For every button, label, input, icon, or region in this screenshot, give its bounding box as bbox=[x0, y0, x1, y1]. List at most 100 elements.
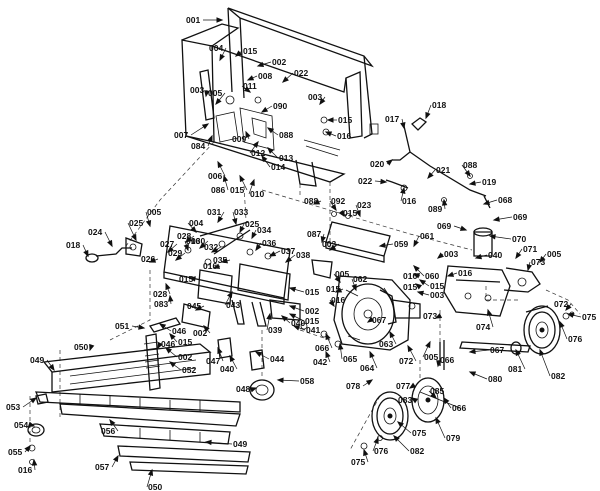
part-number-label: 018 bbox=[432, 100, 446, 110]
leader-arrowhead bbox=[468, 180, 476, 186]
part-number-label: 002 bbox=[178, 352, 192, 362]
part-number-label: 001 bbox=[186, 15, 200, 25]
part-number-label: 027 bbox=[160, 239, 174, 249]
callout-081: 081 bbox=[508, 348, 526, 374]
leader-arrowhead bbox=[400, 122, 406, 130]
leader-arrowhead bbox=[284, 256, 293, 263]
leader-arrowhead bbox=[234, 50, 242, 57]
part-number-label: 004 bbox=[209, 43, 223, 53]
part-number-label: 003 bbox=[430, 290, 444, 300]
callout-002: 002 bbox=[256, 57, 286, 67]
callout-056: 056 bbox=[101, 418, 119, 436]
part-number-label: 026 bbox=[141, 254, 155, 264]
part-number-label: 005 bbox=[147, 207, 161, 217]
leader-arrowhead bbox=[416, 290, 425, 297]
part-number-label: 025 bbox=[129, 218, 143, 228]
leader-arrowhead bbox=[276, 377, 284, 383]
friction-disc bbox=[411, 377, 461, 423]
leader-arrowhead bbox=[396, 421, 404, 428]
leader-arrowhead bbox=[266, 312, 272, 320]
part-number-label: 058 bbox=[300, 376, 314, 386]
callout-016: 016 bbox=[183, 236, 200, 252]
callout-082: 082 bbox=[539, 348, 565, 381]
callout-034: 034 bbox=[251, 225, 271, 240]
part-number-label: 011 bbox=[243, 81, 257, 91]
leader-arrowhead bbox=[325, 332, 331, 341]
leader-arrowhead bbox=[239, 225, 245, 234]
callout-075: 075 bbox=[351, 448, 369, 467]
leader-arrowhead bbox=[410, 397, 419, 404]
leader-arrowhead bbox=[334, 287, 343, 293]
part-number-label: 070 bbox=[512, 234, 526, 244]
part-number-label: 015 bbox=[343, 208, 357, 218]
callout-075: 075 bbox=[566, 312, 596, 322]
leader-arrowhead bbox=[169, 332, 176, 340]
part-number-label: 076 bbox=[374, 446, 388, 456]
leader-arrowhead bbox=[425, 340, 431, 349]
callout-050: 050 bbox=[146, 468, 162, 491]
callout-005: 005 bbox=[208, 88, 226, 106]
callout-015: 015 bbox=[418, 279, 444, 291]
leader-arrowhead bbox=[167, 294, 174, 302]
leader-arrowhead bbox=[212, 263, 221, 269]
leader-arrowhead bbox=[226, 290, 233, 299]
leader-arrowhead bbox=[229, 354, 236, 363]
callout-088: 088 bbox=[266, 127, 293, 140]
callout-075: 075 bbox=[396, 421, 426, 438]
leader-arrowhead bbox=[436, 360, 442, 368]
callout-040: 040 bbox=[280, 315, 305, 328]
callout-040: 040 bbox=[474, 250, 502, 260]
leader-arrowhead bbox=[207, 134, 213, 143]
leader-arrowhead bbox=[245, 130, 251, 139]
part-number-label: 030 bbox=[191, 236, 205, 246]
callout-016: 016 bbox=[328, 295, 345, 308]
part-number-label: 046 bbox=[172, 326, 186, 336]
part-number-label: 025 bbox=[245, 219, 259, 229]
part-number-label: 081 bbox=[508, 364, 522, 374]
small-components bbox=[27, 322, 342, 465]
part-number-label: 005 bbox=[335, 269, 349, 279]
callout-068: 068 bbox=[482, 195, 512, 205]
callout-058: 058 bbox=[276, 376, 314, 386]
part-number-label: 012 bbox=[251, 148, 265, 158]
part-number-label: 043 bbox=[226, 300, 240, 310]
part-number-label: 005 bbox=[208, 88, 222, 98]
leader-arrowhead bbox=[201, 123, 210, 130]
callout-049: 049 bbox=[204, 439, 247, 449]
part-number-label: 072 bbox=[399, 356, 413, 366]
callout-014: 014 bbox=[261, 154, 285, 172]
part-number-label: 088 bbox=[304, 196, 318, 206]
leader-arrowhead bbox=[216, 17, 224, 23]
leader-arrowhead bbox=[183, 243, 189, 252]
callout-055: 055 bbox=[8, 444, 31, 457]
leader-arrowhead bbox=[109, 418, 116, 427]
callout-066: 066 bbox=[443, 396, 466, 413]
part-number-label: 087 bbox=[307, 229, 321, 239]
callout-076: 076 bbox=[372, 436, 388, 456]
leader-arrowhead bbox=[380, 178, 388, 185]
callout-015: 015 bbox=[234, 46, 257, 57]
callout-003: 003 bbox=[436, 249, 458, 259]
leader-arrowhead bbox=[222, 174, 229, 183]
leader-arrowhead bbox=[31, 458, 38, 466]
leader-arrowhead bbox=[138, 324, 146, 330]
chute-crank bbox=[85, 237, 143, 263]
leader-arrowhead bbox=[281, 76, 289, 83]
callout-089: 089 bbox=[428, 198, 448, 214]
callout-024: 024 bbox=[88, 227, 113, 248]
callout-052: 052 bbox=[168, 361, 196, 375]
part-number-label: 075 bbox=[412, 428, 426, 438]
part-number-label: 015 bbox=[230, 185, 244, 195]
callout-069: 069 bbox=[492, 212, 527, 222]
leader-arrowhead bbox=[251, 231, 257, 240]
callout-087: 087 bbox=[307, 229, 326, 244]
part-number-label: 033 bbox=[234, 207, 248, 217]
leader-arrowhead bbox=[515, 348, 521, 357]
leader-arrowhead bbox=[288, 286, 297, 293]
shift-bracket bbox=[443, 227, 541, 317]
left-pulley bbox=[360, 391, 409, 450]
leader-arrowhead bbox=[566, 312, 574, 318]
callout-016: 016 bbox=[18, 458, 38, 475]
leader-arrowhead bbox=[526, 264, 532, 272]
callout-049: 049 bbox=[30, 355, 55, 372]
